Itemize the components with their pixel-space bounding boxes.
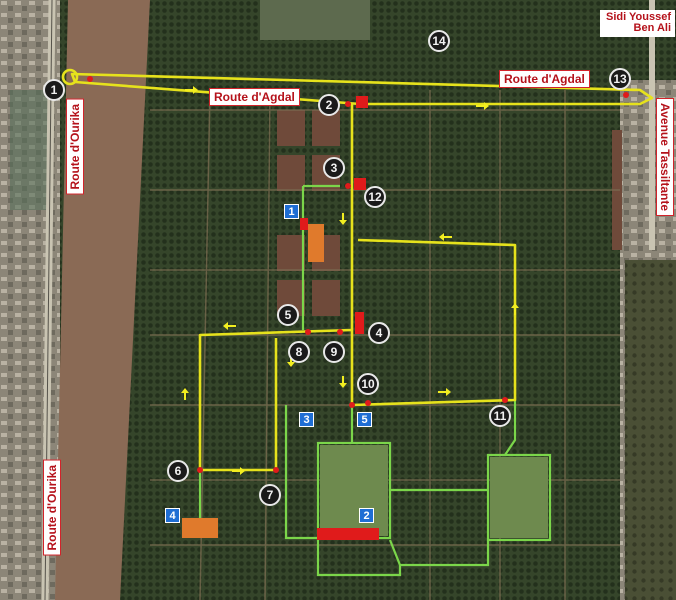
marker-14[interactable]: 14 <box>428 30 450 52</box>
building-orange <box>308 224 324 262</box>
square-marker-2[interactable]: 2 <box>359 508 374 523</box>
marker-4[interactable]: 4 <box>368 322 390 344</box>
marker-1[interactable]: 1 <box>43 79 65 101</box>
marker-6[interactable]: 6 <box>167 460 189 482</box>
pitch-square-2 <box>320 445 388 536</box>
marker-13[interactable]: 13 <box>609 68 631 90</box>
building-red <box>300 218 308 230</box>
square-marker-4[interactable]: 4 <box>165 508 180 523</box>
town-line-2: Ben Ali <box>633 22 672 34</box>
marker-3[interactable]: 3 <box>323 157 345 179</box>
pitch-east <box>490 457 548 538</box>
marker-10[interactable]: 10 <box>357 373 379 395</box>
town-line-1: Sidi Youssef <box>606 11 672 23</box>
orchard-east <box>625 260 676 600</box>
label-route-ourika-upper: Route d'Ourika <box>66 99 84 195</box>
building-orange <box>182 518 218 538</box>
marker-7[interactable]: 7 <box>259 484 281 506</box>
resort-area <box>10 90 50 210</box>
label-route-agdal-right: Route d'Agdal <box>499 70 590 88</box>
direction-arrows <box>181 86 519 475</box>
checkpoint-dots <box>87 76 629 473</box>
label-avenue-tassiltante: Avenue Tassiltante <box>656 98 674 217</box>
square-marker-3[interactable]: 3 <box>299 412 314 427</box>
stands-red <box>317 528 379 540</box>
marker-8[interactable]: 8 <box>288 341 310 363</box>
building-red <box>354 178 366 190</box>
marker-12[interactable]: 12 <box>364 186 386 208</box>
label-route-ourika-lower: Route d'Ourika <box>43 460 61 556</box>
marker-2[interactable]: 2 <box>318 94 340 116</box>
square-marker-5[interactable]: 5 <box>357 412 372 427</box>
green-paths <box>198 184 552 577</box>
north-complex <box>260 0 370 40</box>
building-red <box>355 312 364 334</box>
marker-5[interactable]: 5 <box>277 304 299 326</box>
building-red <box>356 96 368 108</box>
square-marker-1[interactable]: 1 <box>284 204 299 219</box>
label-route-agdal-left: Route d'Agdal <box>209 88 300 106</box>
marker-9[interactable]: 9 <box>323 341 345 363</box>
label-town: Sidi Youssef Ben Ali <box>600 10 676 37</box>
marker-11[interactable]: 11 <box>489 405 511 427</box>
